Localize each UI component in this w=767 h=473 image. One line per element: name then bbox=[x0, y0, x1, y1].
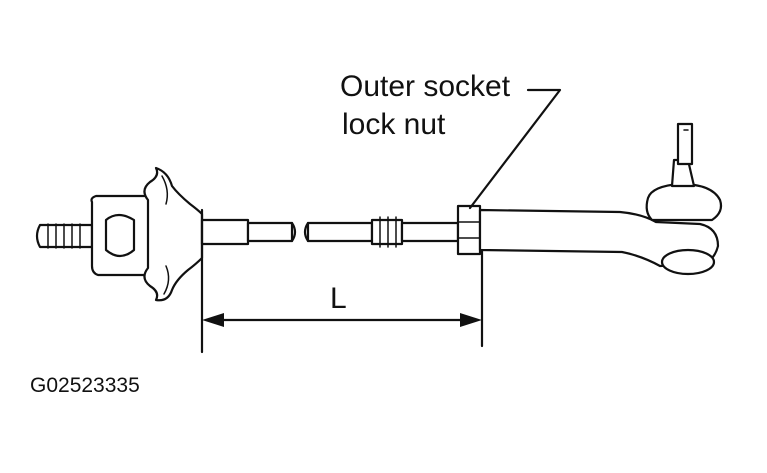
arrowhead-left bbox=[202, 313, 224, 327]
dimension-l bbox=[200, 208, 484, 354]
figure-code: G02523335 bbox=[30, 374, 140, 397]
callout-label-line-1: Outer socket bbox=[340, 70, 511, 103]
dimension-label: L bbox=[330, 282, 347, 315]
leader-line bbox=[468, 88, 562, 210]
lock-nut bbox=[456, 204, 482, 256]
inner-ball-housing bbox=[90, 194, 158, 277]
rubber-boot bbox=[143, 166, 204, 302]
callout-label-line-2: lock nut bbox=[342, 108, 446, 141]
arrowhead-right bbox=[460, 313, 482, 327]
inner-threaded-end bbox=[35, 223, 94, 249]
outer-rod bbox=[303, 216, 460, 248]
tie-rod-end bbox=[478, 122, 723, 276]
inner-rod bbox=[200, 218, 297, 246]
